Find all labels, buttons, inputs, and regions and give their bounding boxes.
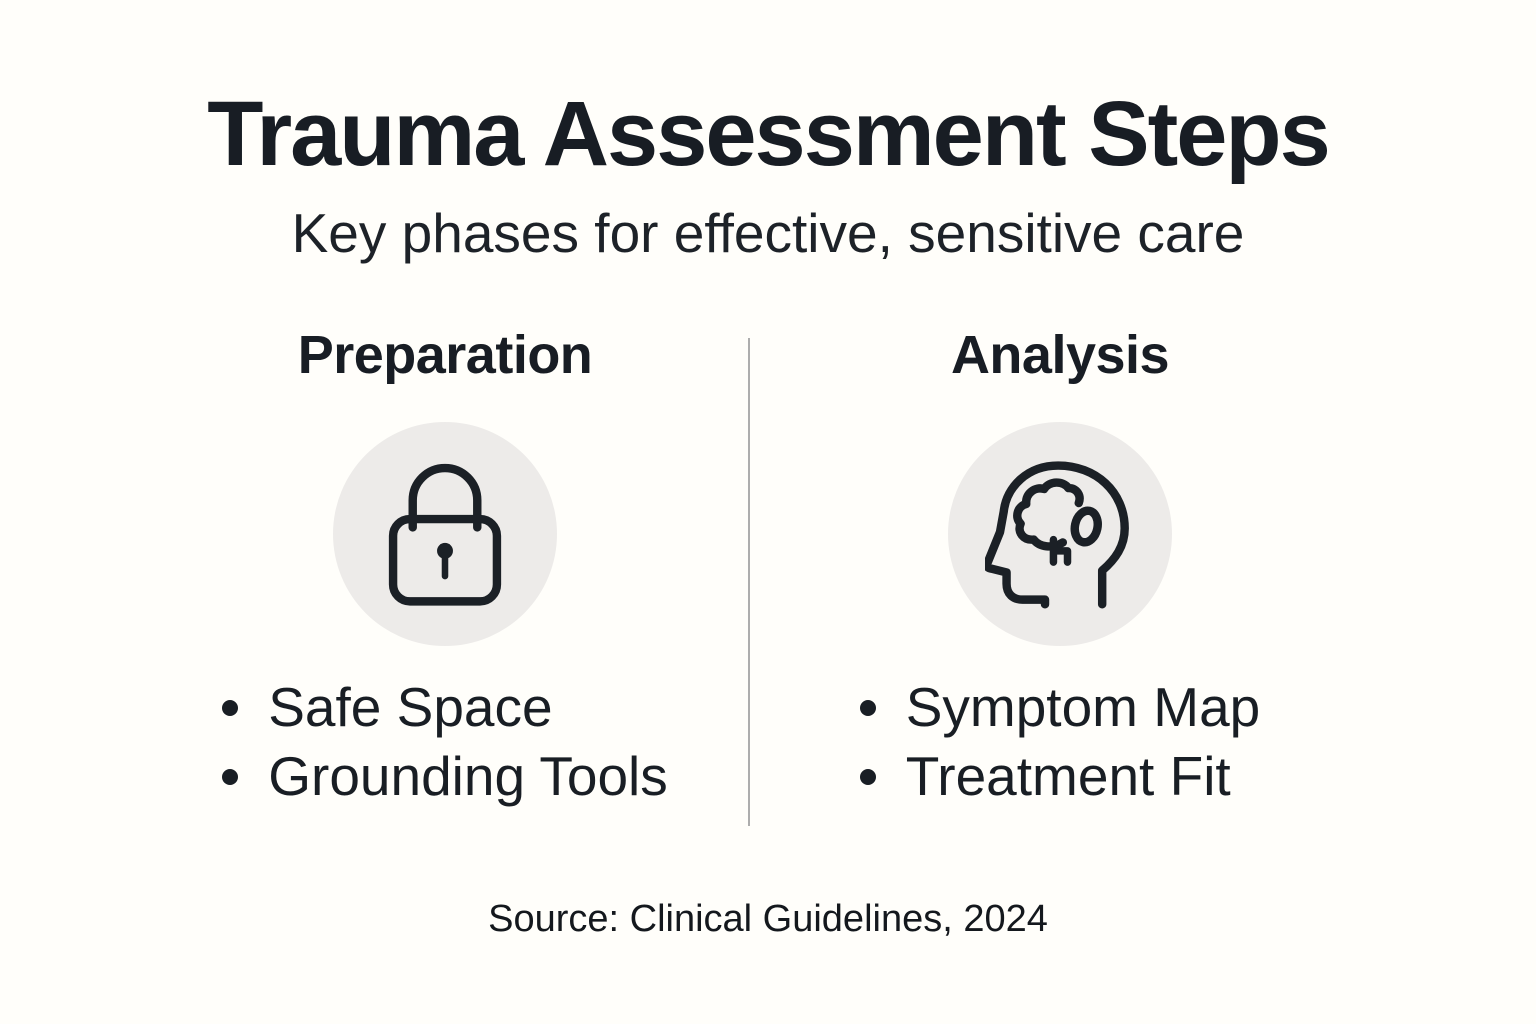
lock-icon: [388, 463, 502, 606]
bullet-dot: [222, 699, 239, 716]
column-preparation: Preparation Safe Space Grounding Tools: [145, 328, 745, 818]
analysis-bullet-list: Symptom Map Treatment Fit: [859, 666, 1261, 818]
subtitle: Key phases for effective, sensitive care: [291, 202, 1245, 264]
bullet-text: Safe Space: [268, 676, 553, 738]
column-heading-preparation: Preparation: [297, 325, 593, 385]
bullet-text: Grounding Tools: [268, 745, 668, 807]
analysis-icon-circle: [948, 422, 1172, 646]
preparation-bullet-list: Safe Space Grounding Tools: [222, 666, 668, 818]
list-item: Grounding Tools: [222, 749, 668, 804]
list-item: Safe Space: [222, 680, 668, 735]
bullet-dot: [859, 699, 876, 716]
bullet-text: Treatment Fit: [905, 745, 1231, 807]
head-brain-icon: [985, 461, 1129, 609]
bullet-dot: [222, 768, 239, 785]
column-heading-analysis: Analysis: [950, 325, 1170, 385]
source-caption: Source: Clinical Guidelines, 2024: [488, 898, 1048, 940]
bullet-dot: [859, 768, 876, 785]
bullet-text: Symptom Map: [905, 676, 1261, 738]
column-analysis: Analysis Symptom Map Treatment Fit: [760, 328, 1360, 818]
page-title: Trauma Assessment Steps: [207, 83, 1331, 185]
preparation-icon-circle: [333, 422, 557, 646]
list-item: Symptom Map: [859, 676, 1261, 738]
list-item: Treatment Fit: [859, 745, 1261, 807]
column-divider: [748, 338, 750, 826]
